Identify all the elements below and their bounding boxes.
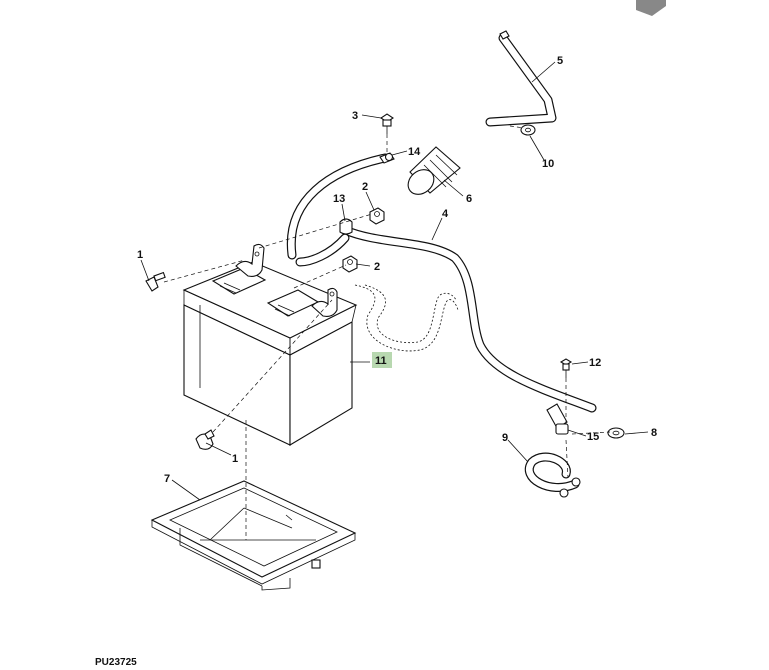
washer-10: [520, 124, 536, 136]
battery-terminal-positive: [311, 287, 338, 317]
callout-11[interactable]: 11: [375, 355, 387, 367]
callout-3[interactable]: 3: [352, 110, 358, 122]
callout-9[interactable]: 9: [502, 432, 508, 444]
cable-4: [295, 225, 597, 435]
callout-1-upper[interactable]: 1: [137, 249, 143, 261]
battery-terminal-negative: [235, 243, 265, 277]
battery-tray: [150, 480, 357, 591]
callout-4[interactable]: 4: [442, 208, 449, 220]
callout-5[interactable]: 5: [557, 55, 563, 67]
figure-code: PU23725: [95, 657, 137, 668]
callout-6[interactable]: 6: [466, 193, 472, 205]
callout-11-highlight[interactable]: 11: [372, 352, 392, 368]
callout-2-upper[interactable]: 2: [362, 181, 368, 193]
bolt-1-lower: [195, 429, 215, 450]
screw-12: [559, 358, 573, 378]
ground-strap-9: [524, 452, 581, 498]
callout-1-lower[interactable]: 1: [232, 453, 238, 465]
screw-3: [380, 113, 394, 134]
corner-arrow-icon[interactable]: [636, 0, 666, 16]
callout-14[interactable]: 14: [408, 146, 421, 158]
nut-2-lower: [342, 255, 358, 273]
callout-7[interactable]: 7: [164, 473, 170, 485]
battery: [182, 243, 358, 446]
callout-12[interactable]: 12: [589, 357, 601, 369]
callout-10[interactable]: 10: [542, 158, 554, 170]
callout-8[interactable]: 8: [651, 427, 657, 439]
bolt-1-upper: [145, 271, 166, 292]
cable-14: [286, 152, 395, 260]
callout-2-lower[interactable]: 2: [374, 261, 380, 273]
washer-8: [607, 427, 625, 439]
callout-15[interactable]: 15: [587, 431, 599, 443]
callout-13[interactable]: 13: [333, 193, 345, 205]
clip-13: [339, 218, 353, 235]
nut-2-upper: [369, 207, 385, 225]
rod-5: [485, 30, 557, 127]
terminal-cap-6: [407, 146, 461, 195]
